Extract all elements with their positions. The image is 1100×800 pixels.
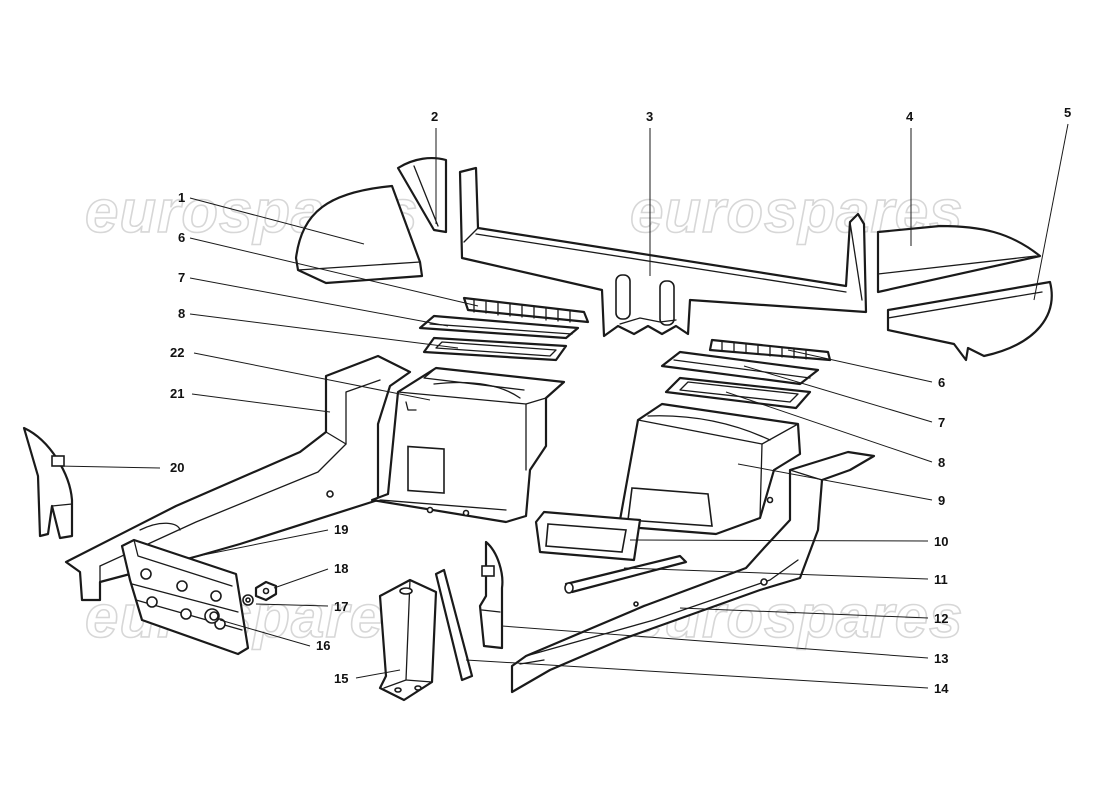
callout-22: 22 <box>170 345 184 360</box>
callout-18: 18 <box>334 561 348 576</box>
part-6-right-grille-strip <box>708 338 832 362</box>
leader-16 <box>219 619 311 647</box>
leader-20 <box>57 465 161 469</box>
leader-lines <box>57 123 1069 689</box>
callout-labels: 1 2 3 4 5 6 6 7 7 8 8 9 10 11 12 13 14 1… <box>170 105 1071 696</box>
callout-16: 16 <box>316 638 330 653</box>
callout-4: 4 <box>906 109 914 124</box>
part-13-small-curved-trim <box>478 540 504 650</box>
leader-14 <box>465 659 929 689</box>
leader-8a <box>189 313 459 349</box>
leader-1 <box>189 197 365 245</box>
parts-layer <box>22 157 1053 702</box>
callout-3: 3 <box>646 109 653 124</box>
callout-21: 21 <box>170 386 184 401</box>
leader-15 <box>355 669 401 679</box>
callout-10: 10 <box>934 534 948 549</box>
part-6-left-grille-strip <box>462 296 590 324</box>
part-20-left-curved-trim <box>22 426 74 540</box>
leader-9 <box>737 463 933 501</box>
callout-7-left: 7 <box>178 270 185 285</box>
part-8-left-tray <box>422 336 568 362</box>
part-11-rod <box>564 554 688 594</box>
leader-8b <box>725 391 933 463</box>
callout-6-left: 6 <box>178 230 185 245</box>
leader-7a <box>189 277 449 327</box>
leader-12 <box>679 607 929 619</box>
leader-10 <box>629 539 929 542</box>
part-16-screw <box>209 611 219 621</box>
callout-17: 17 <box>334 599 348 614</box>
callout-2: 2 <box>431 109 438 124</box>
part-15-bracket <box>378 578 438 702</box>
callout-1: 1 <box>178 190 185 205</box>
leader-5 <box>1033 123 1069 301</box>
callout-11: 11 <box>934 572 948 587</box>
leader-11 <box>623 567 929 580</box>
leader-18 <box>273 568 329 589</box>
callout-15: 15 <box>334 671 348 686</box>
part-3-bulkhead <box>458 166 868 338</box>
callout-8-left: 8 <box>178 306 185 321</box>
part-21-left-tunnel-cover <box>64 354 412 602</box>
callout-20: 20 <box>170 460 184 475</box>
part-4-curved-side-panel <box>876 224 1042 294</box>
part-22-left-seat-box <box>370 366 566 524</box>
leader-6b <box>787 349 933 383</box>
callout-13: 13 <box>934 651 948 666</box>
callout-5: 5 <box>1064 105 1071 120</box>
part-2-triangular-trim <box>396 157 448 234</box>
part-9-right-seat-box <box>618 402 802 536</box>
leader-17 <box>255 603 329 607</box>
callout-9: 9 <box>938 493 945 508</box>
leader-6a <box>189 237 479 307</box>
leader-21 <box>191 393 331 413</box>
part-18-nut <box>254 580 278 602</box>
part-8-right-tray <box>664 376 812 410</box>
callout-14: 14 <box>934 681 949 696</box>
part-19-heat-shield-plate <box>120 538 250 656</box>
leader-13 <box>501 625 929 659</box>
leader-19 <box>197 529 329 557</box>
part-17-washer <box>242 594 254 606</box>
part-5-curved-panel <box>886 280 1053 362</box>
part-7-left-cover-plate <box>418 314 580 340</box>
callout-6-right: 6 <box>938 375 945 390</box>
leader-22 <box>193 352 431 401</box>
part-14-thin-strip <box>434 568 474 682</box>
leader-7b <box>743 365 933 423</box>
callout-19: 19 <box>334 522 348 537</box>
callout-8-right: 8 <box>938 455 945 470</box>
callout-12: 12 <box>934 611 948 626</box>
part-10-vent-frame <box>534 510 642 562</box>
callout-7-right: 7 <box>938 415 945 430</box>
